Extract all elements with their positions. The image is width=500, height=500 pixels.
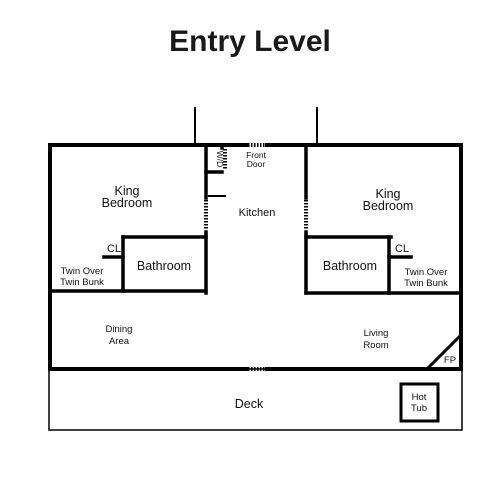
king-bedroom-right-label-1: King bbox=[375, 187, 400, 201]
hot-tub-label-1: Hot bbox=[412, 392, 427, 403]
closet-right-label: CL bbox=[395, 243, 409, 255]
dining-area-label-2: Area bbox=[109, 336, 130, 347]
hot-tub-label-2: Tub bbox=[411, 403, 427, 414]
living-room-label-1: Living bbox=[364, 328, 389, 339]
twin-bunk-left-label-1: Twin Over bbox=[61, 266, 104, 277]
bathroom-left-label: Bathroom bbox=[137, 259, 191, 273]
interior-walls bbox=[48, 143, 463, 295]
fireplace-label: FP bbox=[444, 355, 456, 366]
washer-dryer-label: W/D bbox=[215, 151, 225, 168]
twin-bunk-left-label-2: Twin Bunk bbox=[60, 277, 104, 288]
king-bedroom-right-label-2: Bedroom bbox=[363, 199, 414, 213]
closet-left-label: CL bbox=[107, 243, 121, 255]
door-openings bbox=[204, 143, 308, 371]
twin-bunk-right-label-2: Twin Bunk bbox=[404, 278, 448, 289]
twin-bunk-right-label-1: Twin Over bbox=[405, 267, 448, 278]
king-bedroom-left-label-2: Bedroom bbox=[102, 196, 153, 210]
deck-label: Deck bbox=[235, 397, 264, 411]
fireplace-wall bbox=[425, 333, 463, 371]
dining-area-label-1: Dining bbox=[106, 324, 133, 335]
outer-walls bbox=[48, 143, 463, 371]
front-door-label-1: Front bbox=[246, 150, 266, 160]
hot-tub-outline bbox=[399, 382, 440, 423]
kitchen-label: Kitchen bbox=[239, 207, 276, 219]
king-bedroom-left-label-1: King bbox=[114, 184, 139, 198]
plan-title: Entry Level bbox=[169, 25, 331, 58]
living-room-label-2: Room bbox=[363, 340, 388, 351]
front-door-label-2: Door bbox=[247, 159, 266, 169]
bathroom-right-label: Bathroom bbox=[323, 259, 377, 273]
